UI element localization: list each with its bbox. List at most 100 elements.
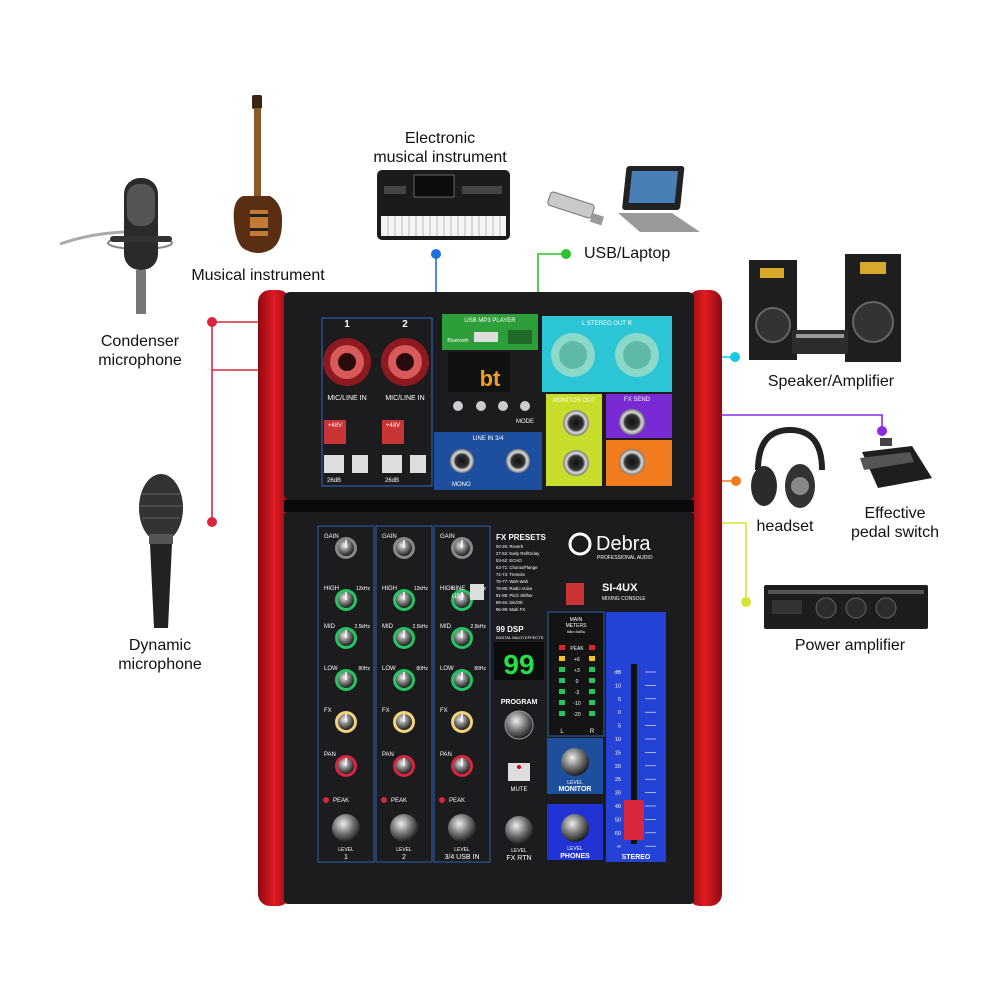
strip-2-level-knob[interactable]	[390, 814, 418, 842]
pad-button-2[interactable]	[382, 455, 402, 473]
strip-3-fx-label: FX	[440, 708, 448, 714]
combo-jack-1[interactable]	[323, 338, 371, 386]
orange-dot	[731, 476, 741, 486]
phones-jack[interactable]	[619, 449, 645, 475]
monitor-out-r-jack[interactable]	[563, 450, 589, 476]
fader-scale-label: 5	[618, 724, 621, 730]
monitor-level-knob[interactable]	[561, 748, 589, 776]
strip-1-fx-label: FX	[324, 708, 332, 714]
fader-scale-label: 10	[615, 683, 621, 689]
stereo-fader-cap[interactable]	[624, 800, 644, 840]
monitor-level-label: LEVEL	[567, 780, 583, 786]
pad-button-1[interactable]	[324, 455, 344, 473]
fader-scale-label: 15	[615, 750, 621, 756]
fx-preset-item: 95-99: Multi FX	[496, 607, 525, 612]
strip-1-low-freq-label: 80Hz	[358, 666, 370, 672]
line-in-r-jack[interactable]	[506, 449, 530, 473]
combo-jack-2[interactable]	[381, 338, 429, 386]
strip-3-level-knob[interactable]	[448, 814, 476, 842]
play-pause-button[interactable]	[453, 401, 463, 411]
strip-1-low-label: LOW	[324, 666, 338, 672]
mute-led	[517, 765, 521, 769]
strip-1-peak-label: PEAK	[333, 798, 349, 804]
usb-port[interactable]	[474, 332, 498, 342]
phantom-2-label: +48V	[386, 423, 400, 429]
fader-scale-label: 5	[618, 697, 621, 703]
strip-1-high-freq-label: 12kHz	[356, 586, 371, 592]
fx-preset-item: 00-26: Reverb	[496, 544, 524, 549]
mp3-transport-buttons	[453, 401, 530, 411]
meter-led-right	[589, 645, 595, 650]
meter-level-label: -20	[573, 712, 580, 718]
next-button[interactable]	[498, 401, 508, 411]
strip-3-low-freq-label: 80Hz	[474, 666, 486, 672]
green-dot	[561, 249, 571, 259]
power-amplifier-icon	[764, 585, 928, 629]
strip-3-level-label: LEVEL	[454, 847, 470, 853]
meter-r-label: R	[590, 729, 595, 735]
program-label: PROGRAM	[501, 699, 538, 706]
hpf-button-1[interactable]	[352, 455, 368, 473]
strip-3-gain-label: GAIN	[440, 534, 455, 540]
meter-level-label: +6	[574, 657, 580, 663]
model-name: SI-4UX	[602, 582, 638, 594]
condenser-microphone-icon	[59, 178, 173, 314]
phantom-button-1[interactable]	[324, 420, 346, 444]
red-dot-bottom	[207, 517, 217, 527]
meter-led-right	[589, 678, 595, 683]
phones-level-knob[interactable]	[561, 814, 589, 842]
phantom-button-2[interactable]	[382, 420, 404, 444]
xlr-out-left[interactable]	[551, 333, 595, 377]
brand-sub: PROFESSIONAL AUDIO	[597, 555, 653, 561]
usb-laptop-label: USB/Laptop	[584, 245, 671, 262]
previous-button[interactable]	[476, 401, 486, 411]
line-in-l-jack[interactable]	[450, 449, 474, 473]
strip-2-high-freq-label: 12kHz	[414, 586, 429, 592]
fader-scale-label: 60	[615, 831, 621, 837]
line-usb-switch[interactable]	[470, 584, 484, 600]
bass-guitar-icon	[233, 95, 283, 253]
fader-scale-label: 20	[615, 764, 621, 770]
phones-label: PHONES	[560, 853, 590, 860]
mode-button[interactable]	[520, 401, 530, 411]
fx-return-knob[interactable]	[505, 816, 533, 844]
xlr-out-right[interactable]	[615, 333, 659, 377]
strip-2-peak-label: PEAK	[391, 798, 407, 804]
line-in-34-label: LINE IN 3/4	[472, 436, 504, 442]
speaker-amplifier-label: Speaker/Amplifier	[767, 373, 895, 390]
red-dot-top	[207, 317, 217, 327]
monitor-out-l-jack[interactable]	[563, 410, 589, 436]
mono-label: MONO	[452, 482, 471, 488]
program-knob[interactable]	[504, 710, 534, 740]
fx-send-jack[interactable]	[619, 409, 645, 435]
strip-1-high-label: HIGH	[324, 586, 339, 592]
power-amplifier-label: Power amplifier	[794, 637, 906, 654]
fx-presets-title: FX PRESETS	[496, 533, 546, 542]
fader-scale-label: 40	[615, 804, 621, 810]
pad-2-label: 26dB	[385, 478, 399, 484]
mp3-display: bt	[480, 366, 501, 391]
dynamic-microphone-icon	[139, 474, 183, 628]
channel-strip-1-label: 1	[344, 854, 348, 861]
power-button[interactable]	[566, 583, 584, 605]
fader-scale-label: 0	[618, 710, 621, 716]
fader-scale-label: 25	[615, 777, 621, 783]
headset-icon	[751, 426, 825, 508]
pedal-connector	[663, 414, 883, 430]
dsp-label: 99 DSP	[496, 625, 524, 634]
strip-1-pan-label: PAN	[324, 752, 336, 758]
mute-button[interactable]	[508, 763, 530, 781]
channel-strip-2-label: 2	[402, 854, 406, 861]
hpf-button-2[interactable]	[410, 455, 426, 473]
meter-led-left	[559, 711, 565, 716]
strip-1-level-knob[interactable]	[332, 814, 360, 842]
debra-logo-icon	[568, 532, 592, 556]
strip-2-level-label: LEVEL	[396, 847, 412, 853]
meter-led-right	[589, 711, 595, 716]
strip-2-low-freq-label: 80Hz	[416, 666, 428, 672]
blue-dot	[431, 249, 441, 259]
model-sub: MIXING CONSOLE	[602, 596, 646, 602]
pedal-label-line2: pedal switch	[850, 524, 940, 541]
